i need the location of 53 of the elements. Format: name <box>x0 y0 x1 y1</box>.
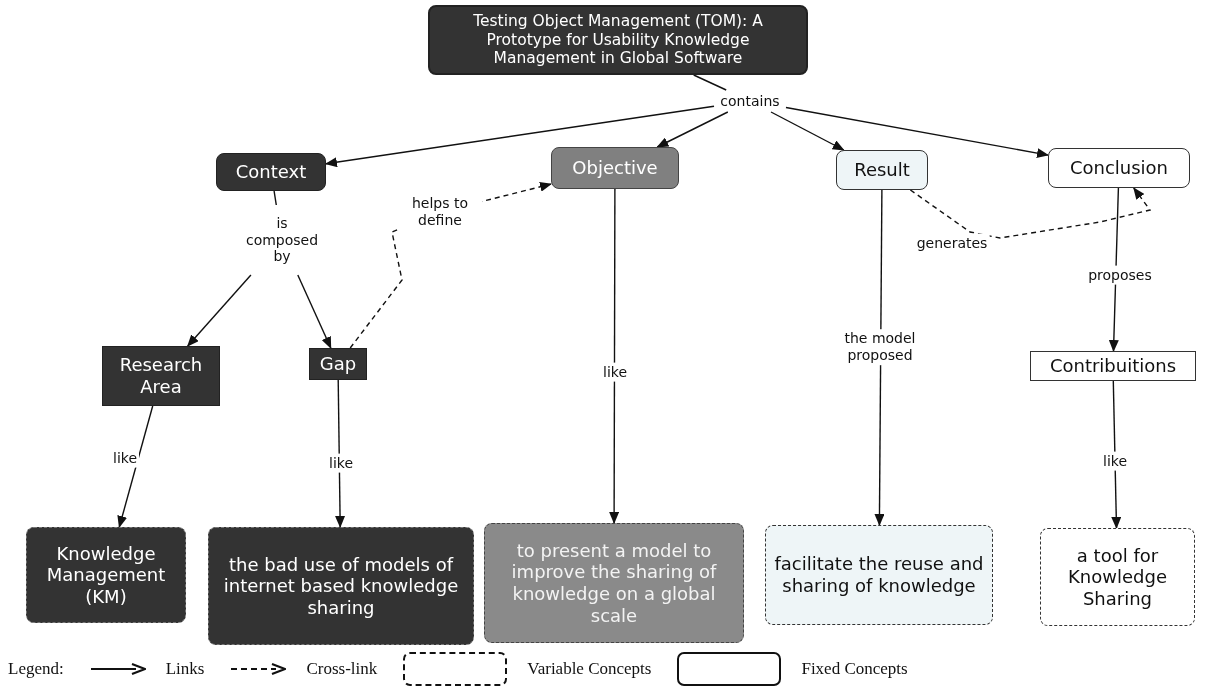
legend-text: Links <box>165 659 205 679</box>
concept-text: to present a model to improve the sharing of knowledge on a global scale <box>510 539 718 627</box>
concept-text: Context <box>235 161 307 183</box>
concept-box <box>102 346 220 406</box>
link-arrow <box>785 106 1049 159</box>
concept-text: Testing Object Management (TOM): A Prototype for Usability Knowledge Management in Global Software <box>472 12 764 68</box>
concept-text: Research Area <box>118 354 204 398</box>
title-box <box>428 5 808 75</box>
concept-box <box>551 147 679 189</box>
edge-label: like <box>327 453 355 473</box>
link-arrow <box>187 274 252 347</box>
concept-text: Conclusion <box>1069 157 1169 179</box>
concept-text: Objective <box>572 157 658 179</box>
link-arrow <box>297 274 332 349</box>
edge-label: proposes <box>1086 265 1154 285</box>
concept-text: is composed by <box>245 214 319 266</box>
link-arrow <box>656 111 729 148</box>
link-arrow <box>335 379 346 528</box>
link-arrow <box>325 105 715 168</box>
concept-box <box>216 153 326 191</box>
concept-box <box>836 150 928 190</box>
variable-concept-box <box>765 525 993 625</box>
variable-concept-box <box>26 527 186 623</box>
edge-label: like <box>1101 451 1129 471</box>
edge-label: like <box>601 362 629 382</box>
edge-label: helps to define <box>398 194 482 230</box>
legend-text: Variable Concepts <box>527 659 652 679</box>
link-line <box>693 74 727 91</box>
cross-link-arrow <box>909 187 1152 239</box>
concept-text: Gap <box>319 353 357 375</box>
link-arrow <box>1111 380 1122 529</box>
concept-box <box>1030 351 1196 381</box>
variable-concept-box <box>1040 528 1195 626</box>
concept-text: a tool for Knowledge Sharing <box>1067 544 1168 610</box>
legend-text: Fixed Concepts <box>801 659 908 679</box>
link-arrow <box>117 405 154 528</box>
concept-box <box>309 348 367 380</box>
link-line <box>273 190 277 206</box>
concept-text: Contribuitions <box>1049 355 1177 377</box>
variable-concept-box <box>484 523 744 643</box>
edge-label: generates <box>914 233 990 253</box>
concept-text: facilitate the reuse and sharing of knowledge <box>773 553 985 597</box>
concept-text: Result <box>854 159 910 181</box>
link-arrow <box>874 189 885 526</box>
concept-text: contains <box>720 92 780 110</box>
concept-text: Knowledge Management (KM) <box>45 542 167 608</box>
legend-heading: Legend: <box>8 659 64 679</box>
concept-box <box>1048 148 1190 188</box>
link-arrow <box>770 111 845 151</box>
link-arrow <box>609 188 620 524</box>
legend-text: Cross-link <box>306 659 378 679</box>
variable-concept-box <box>208 527 474 645</box>
concept-text: the bad use of models of internet based knowledge sharing <box>222 553 460 619</box>
